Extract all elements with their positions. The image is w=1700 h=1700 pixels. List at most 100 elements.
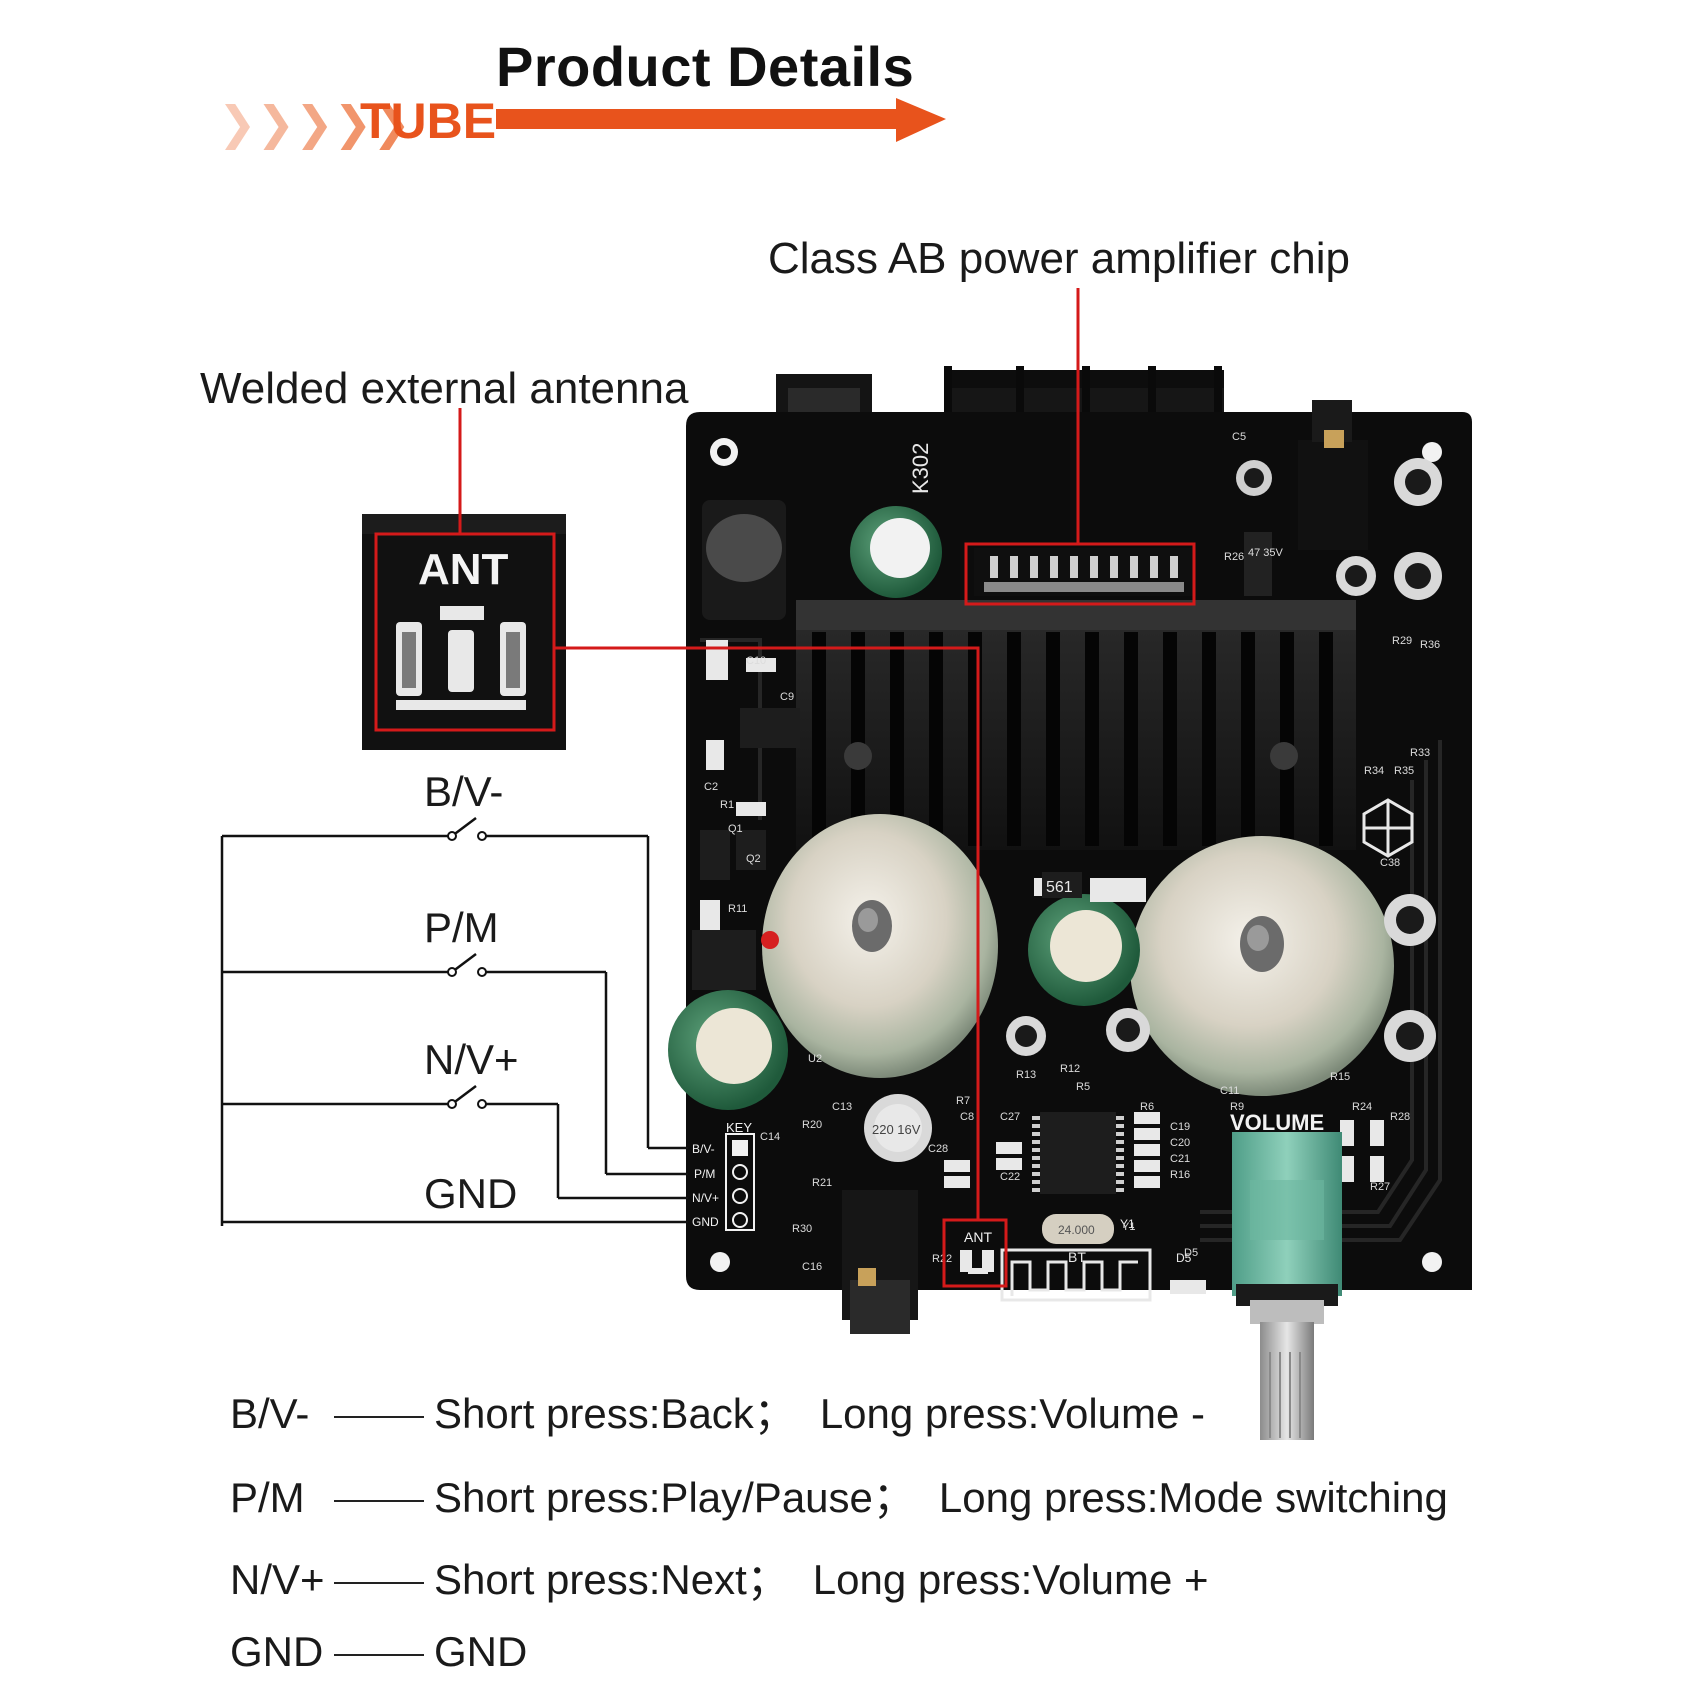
legend-long: Long press:Volume + <box>812 1556 1209 1603</box>
silkscreen-label: C14 <box>760 1131 780 1143</box>
silkscreen-label: C27 <box>1000 1111 1020 1123</box>
heatsink-fin <box>1124 632 1138 846</box>
silkscreen-label: R1 <box>720 799 734 811</box>
switch-wiring <box>220 817 688 1226</box>
heatsink-fin <box>1319 632 1333 846</box>
heatsink-fin <box>968 632 982 846</box>
ic-pin <box>1116 1116 1124 1120</box>
silkscreen-label: R30 <box>792 1223 812 1235</box>
silkscreen-label: C22 <box>1000 1171 1020 1183</box>
vacuum-tube-right <box>1130 836 1394 1096</box>
callout-lines <box>374 288 1196 1288</box>
capacitor-green-bottom <box>668 990 788 1110</box>
silkscreen-label: R5 <box>1076 1081 1090 1093</box>
heatsink-fin <box>1007 632 1021 846</box>
silkscreen-label: Y1 <box>1122 1221 1135 1233</box>
silkscreen-label: C20 <box>1170 1137 1190 1149</box>
callout-chip: Class AB power amplifier chip <box>768 234 1351 283</box>
y1-label: Y1 <box>1120 1217 1135 1231</box>
silkscreen-label: R34 <box>1364 765 1384 777</box>
silkscreen-label: R6 <box>1140 1101 1154 1113</box>
legend-dash <box>334 1581 424 1584</box>
ic-pin <box>1032 1164 1040 1168</box>
ic-pin <box>1116 1164 1124 1168</box>
legend-row-bv: B/V-Short press:Back；Long press:Volume - <box>230 1380 1205 1441</box>
chip-561-label: 561 <box>1046 879 1073 896</box>
audio-jack-top <box>1298 400 1368 550</box>
silkscreen-label: R33 <box>1410 747 1430 759</box>
switch-label-nv: N/V+ <box>424 1036 519 1083</box>
heatsink-fin <box>1046 632 1060 846</box>
silkscreen-label: Q1 <box>728 823 743 835</box>
ic-pin <box>1032 1156 1040 1160</box>
silkscreen-label: R9 <box>1230 1101 1244 1113</box>
header-arrow-icon <box>496 96 946 151</box>
ic-pin <box>1116 1180 1124 1184</box>
heatsink <box>796 600 1356 850</box>
silkscreen-label: R7 <box>956 1095 970 1107</box>
heatsink-fin <box>1280 632 1294 846</box>
antenna-zoom-inset: ANT <box>362 514 566 750</box>
legend-dash <box>334 1415 424 1418</box>
silkscreen-label: R27 <box>1370 1181 1390 1193</box>
key-pin-header <box>725 1133 755 1231</box>
silkscreen-label: C28 <box>928 1143 948 1155</box>
legend-long: Long press:Mode switching <box>938 1474 1448 1521</box>
silkscreen-label: R16 <box>1170 1169 1190 1181</box>
silkscreen-label: C11 <box>1220 1085 1239 1097</box>
silkscreen-label: R22 <box>932 1253 952 1265</box>
volume-potentiometer <box>1232 1132 1342 1440</box>
silkscreen-label: R28 <box>1390 1111 1410 1123</box>
silkscreen-label: C5 <box>1232 431 1246 443</box>
svg-text:24.000: 24.000 <box>1058 1223 1095 1237</box>
legend-dash <box>334 1499 424 1502</box>
silkscreen-label: C38 <box>1380 857 1400 869</box>
silkscreen-label: R21 <box>812 1177 832 1189</box>
legend-key: B/V- <box>230 1390 310 1437</box>
legend-short: Short press:Back； <box>434 1390 796 1437</box>
ic-pin <box>1116 1156 1124 1160</box>
chevron-arrows-icon: ❯❯❯❯❯ <box>218 97 411 149</box>
silkscreen-labels: C10C9C2R1Q1Q2R11U2C13R20C14R21R30C16C28C… <box>704 431 1440 1273</box>
bluetooth-ic <box>1032 1112 1124 1194</box>
ic-pin <box>1032 1172 1040 1176</box>
ic-pin <box>1032 1116 1040 1120</box>
heatsink-fin <box>1241 632 1255 846</box>
ic-pin <box>1116 1132 1124 1136</box>
silkscreen-label: U2 <box>808 1053 822 1065</box>
pin-label-bv: B/V- <box>692 1142 715 1156</box>
heatsink-fin <box>890 632 904 846</box>
capacitor-green-center <box>1028 894 1140 1006</box>
silkscreen-label: R12 <box>1060 1063 1080 1075</box>
legend-key: N/V+ <box>230 1556 325 1603</box>
smd-components-left <box>692 640 800 990</box>
legend-short: GND <box>434 1628 528 1675</box>
callout-antenna: Welded external antenna <box>200 364 689 413</box>
terminal-label: K302 <box>908 443 933 494</box>
silkscreen-label: C21 <box>1170 1153 1190 1165</box>
bt-antenna-trace <box>1000 1248 1152 1302</box>
silkscreen-label: C2 <box>704 781 718 793</box>
silkscreen-label: R13 <box>1016 1069 1036 1081</box>
heatsink-fin <box>851 632 865 846</box>
heatsink-fin <box>812 632 826 846</box>
mount-hole-br <box>1422 1252 1442 1272</box>
board-ant-pad <box>960 1250 994 1274</box>
vacuum-tube-left <box>761 814 998 1078</box>
silkscreen-label: Q2 <box>746 853 761 865</box>
ic-pin <box>1032 1148 1040 1152</box>
board-ant-label: ANT <box>964 1229 992 1245</box>
ic-pin <box>1032 1132 1040 1136</box>
crystal-oscillator: 24.000 <box>1042 1214 1114 1244</box>
legend-short: Short press:Play/Pause； <box>434 1474 915 1521</box>
legend-short: Short press:Next； <box>434 1556 789 1603</box>
silkscreen-label: C13 <box>832 1101 852 1113</box>
switch-contacts <box>447 831 487 1109</box>
capacitor-green-top <box>850 506 942 598</box>
silkscreen-label: R15 <box>1330 1071 1350 1083</box>
legend-row-nv: N/V+ Short press:Next； Long press:Volume + <box>230 1546 1209 1607</box>
audio-jack-bottom <box>842 1190 918 1334</box>
